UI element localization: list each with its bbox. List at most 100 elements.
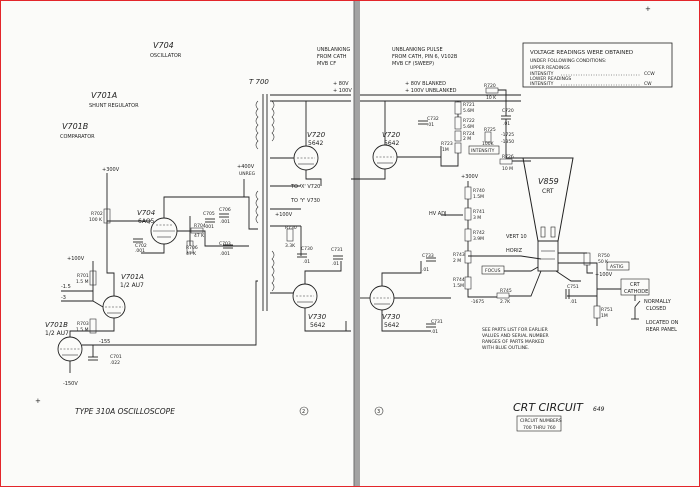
location-line1: LOCATED ON xyxy=(646,320,679,326)
c733-value: .01 xyxy=(422,267,429,273)
voltage-box-upper-int: INTENSITY xyxy=(530,71,554,77)
voltage-readings-box xyxy=(522,42,673,88)
capacitor-c703 xyxy=(223,244,233,249)
resistor-r720 xyxy=(485,87,499,94)
capacitor-c705 xyxy=(205,218,215,223)
r743-value: 2 M xyxy=(453,258,461,264)
supply-minus150: -150V xyxy=(63,381,78,387)
r701-value: 1.5 M xyxy=(76,279,89,285)
c703-label: C703 xyxy=(219,241,231,247)
c731-right-value: .01 xyxy=(431,329,438,335)
resistor-r723 xyxy=(454,142,462,154)
capacitor-c706 xyxy=(219,213,229,218)
v730-right-type: 5642 xyxy=(384,322,399,329)
r701-label: R701 xyxy=(77,273,89,279)
r722-label: R722 xyxy=(463,118,475,124)
horiz-label: HORIZ xyxy=(506,248,523,254)
corner-mark-bottom-left: + xyxy=(35,397,41,405)
corner-mark-top-right: + xyxy=(645,5,651,13)
vert-label: VERT 10 xyxy=(506,234,527,240)
note-line2: VALUES AND SERIAL NUMBER xyxy=(482,333,549,339)
volt-1675: -1675 xyxy=(471,299,484,305)
note-line3: RANGES OF PARTS MARKED xyxy=(482,339,545,345)
v720-left-type: 5642 xyxy=(308,140,323,147)
resistor-r704 xyxy=(190,227,204,234)
to-y-v730: TO 'Y' V730 xyxy=(290,198,320,204)
from-cath-right: FROM CATH, PIN 6, V102B xyxy=(392,54,458,60)
c706-label: C706 xyxy=(219,207,231,213)
crt-cathode-line2: CATHODE xyxy=(624,289,648,295)
r751-value: 1M xyxy=(601,313,608,319)
resistor-r722 xyxy=(454,116,462,130)
plus100-right-supply: +100V xyxy=(595,272,613,278)
resistor-r751 xyxy=(593,305,601,319)
r741-value: 3 M xyxy=(473,215,481,221)
focus-label: FOCUS xyxy=(485,268,501,274)
unblanking-left: UNBLANKING xyxy=(317,47,350,53)
intensity-box xyxy=(468,145,500,155)
circuit-title: CRT CIRCUIT xyxy=(513,401,584,414)
v701a-name: V701A xyxy=(121,273,144,281)
c732-label: C732 xyxy=(427,116,439,122)
plus100-right: + 100V UNBLANKED xyxy=(405,88,457,94)
astig-label: ASTIG xyxy=(610,264,624,270)
svg-text:3: 3 xyxy=(377,409,380,415)
r730-label: R730 xyxy=(285,225,297,231)
r740-label: R740 xyxy=(473,188,485,194)
label-v701a-desc: SHUNT REGULATOR xyxy=(89,103,139,109)
v730-left-name: V730 xyxy=(308,313,327,321)
crt-name: V859 xyxy=(538,177,559,186)
capacitor-c701 xyxy=(88,356,98,361)
resistor-r702 xyxy=(103,208,111,224)
right-wiring xyxy=(351,89,621,332)
resistor-r703 xyxy=(89,318,97,334)
r720-value: 10 K xyxy=(486,95,497,101)
r724-label: R724 xyxy=(463,131,475,137)
from-cath-left: FROM CATH xyxy=(317,54,347,60)
tube-v730-right xyxy=(369,285,395,311)
resistor-r701 xyxy=(89,270,97,286)
location-line2: REAR PANEL xyxy=(646,327,677,333)
c702-value: .001 xyxy=(135,248,145,254)
crt-cathode-line1: CRT xyxy=(630,282,641,288)
left-wiring xyxy=(61,173,302,373)
r720-label: R720 xyxy=(484,83,496,89)
c701-value: .022 xyxy=(110,360,120,366)
footer-title: TYPE 310A OSCILLOSCOPE xyxy=(75,407,175,416)
volt-1725: -1725 xyxy=(501,132,514,138)
resistor-r741 xyxy=(464,207,472,221)
supply-plus300: +300V xyxy=(102,167,120,173)
normally-closed-line2: CLOSED xyxy=(646,306,666,312)
resistor-r745 xyxy=(496,292,510,299)
crt-type: CRT xyxy=(542,188,554,195)
supply-minus155: -155 xyxy=(99,339,110,345)
r730-value: 3.3K xyxy=(285,243,296,249)
page-mark: 649 xyxy=(593,406,605,413)
r703-value: 1.5 M xyxy=(76,327,89,333)
resistor-r706 xyxy=(186,240,194,254)
resistor-r726 xyxy=(499,158,513,165)
resistor-r740 xyxy=(464,186,472,200)
v720-left-name: V720 xyxy=(307,131,326,139)
resistor-r730 xyxy=(286,228,294,242)
r742-value: 3.9M xyxy=(473,236,484,242)
r721-value: 5.6M xyxy=(463,108,474,114)
transformer-t700 xyxy=(255,94,275,311)
v720-right-name: V720 xyxy=(382,131,401,139)
r745-label: R745 xyxy=(500,288,512,294)
note-line4: WITH BLUE OUTLINE. xyxy=(482,345,529,351)
c731-left-value: .01 xyxy=(332,261,339,267)
tube-v720-left xyxy=(293,145,319,171)
r726-value: 10 M xyxy=(502,166,513,172)
serial-line1: CIRCUIT NUMBERS xyxy=(520,418,562,424)
c751-label: C751 xyxy=(567,284,579,290)
r726-label: R726 xyxy=(502,154,514,160)
c732-value: .01 xyxy=(427,122,434,128)
capacitor-c702 xyxy=(133,238,143,243)
voltage-box-upper: UPPER READINGS xyxy=(530,65,570,71)
voltage-box-lower: LOWER READINGS xyxy=(530,76,571,82)
volt-1350: -1350 xyxy=(501,139,514,145)
r704-value: 47 K xyxy=(194,233,205,239)
r702-value: 100 K xyxy=(89,217,103,223)
